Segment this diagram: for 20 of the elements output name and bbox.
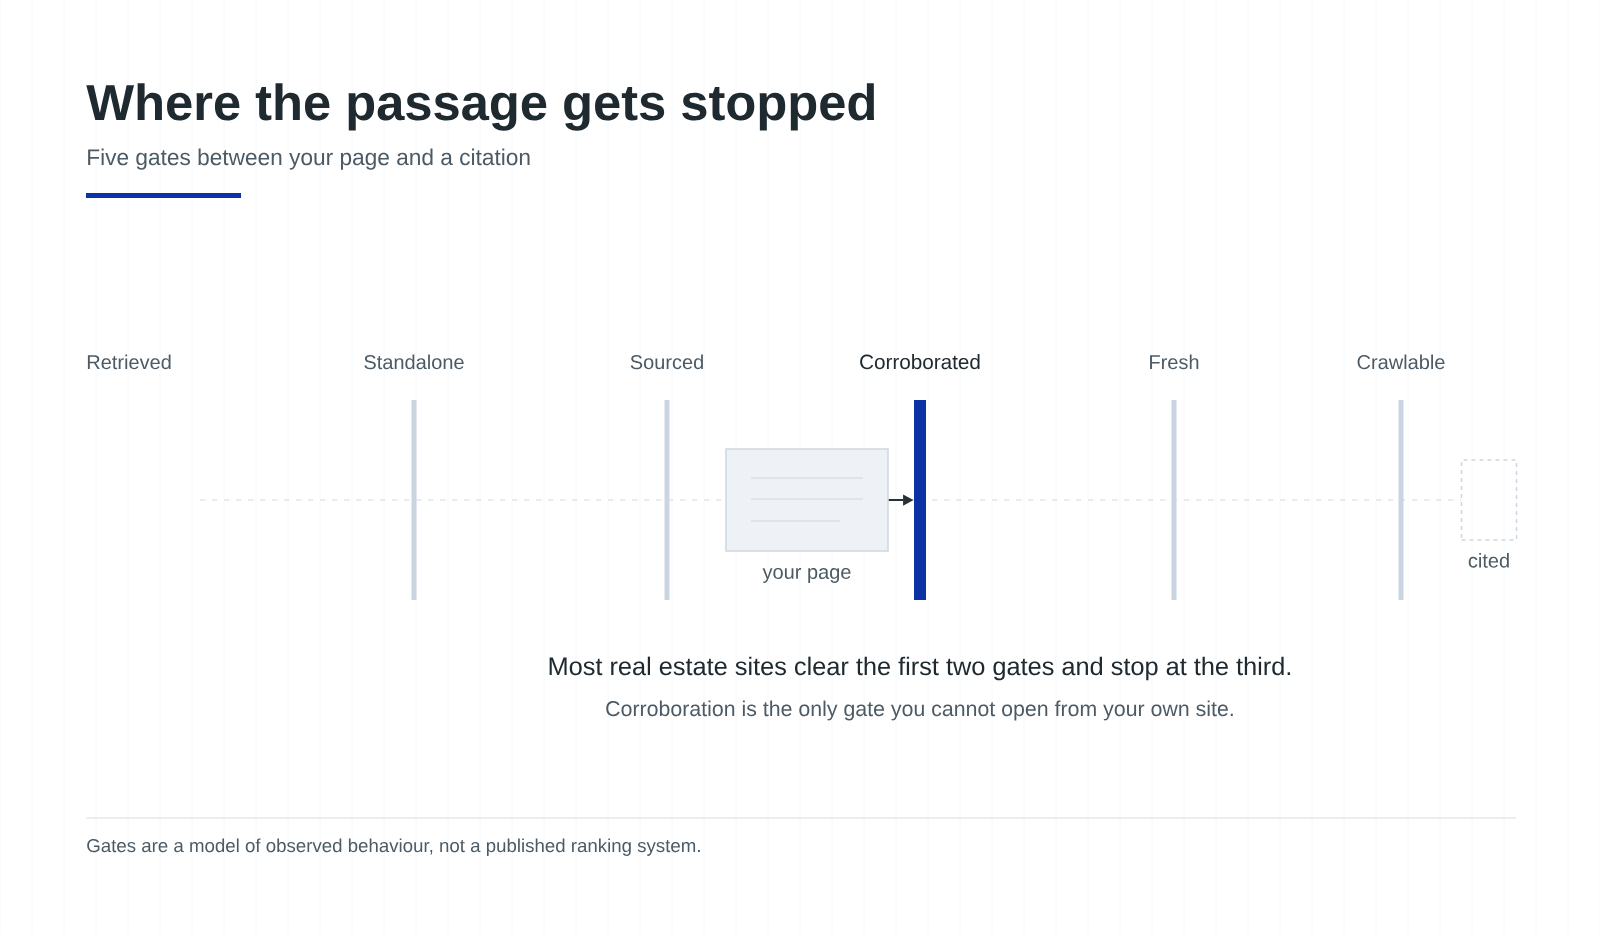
headline: Most real estate sites clear the first two gates and stop at the third. — [549, 656, 1291, 681]
subtitle: Five gates between your page and a citation — [88, 148, 530, 170]
gate-bar: Sourced — [630, 354, 703, 600]
node-label: Sourced — [630, 354, 703, 370]
box-caption: cited — [1468, 553, 1509, 568]
subheadline: Corroboration is the only gate you cannot open from your own site. — [606, 700, 1233, 721]
node-label: Fresh — [1150, 354, 1199, 370]
node-label: Standalone — [364, 354, 464, 370]
placeholder-box — [1460, 459, 1518, 541]
footnote: Gates are a model of observed behaviour, not a published ranking system. — [87, 838, 700, 856]
box-caption: your page — [762, 568, 851, 583]
page-box — [725, 448, 889, 552]
node-label: Corroborated — [860, 354, 980, 370]
title: Where the passage gets stopped — [86, 83, 874, 131]
gate-bar: Standalone — [364, 354, 464, 600]
gate-bar: Crawlable — [1357, 354, 1445, 600]
gate-bar: Corroborated — [860, 354, 980, 600]
node-label: Crawlable — [1357, 354, 1445, 370]
gate-label: Retrieved — [87, 354, 171, 370]
gate-bar: Fresh — [1150, 354, 1199, 600]
